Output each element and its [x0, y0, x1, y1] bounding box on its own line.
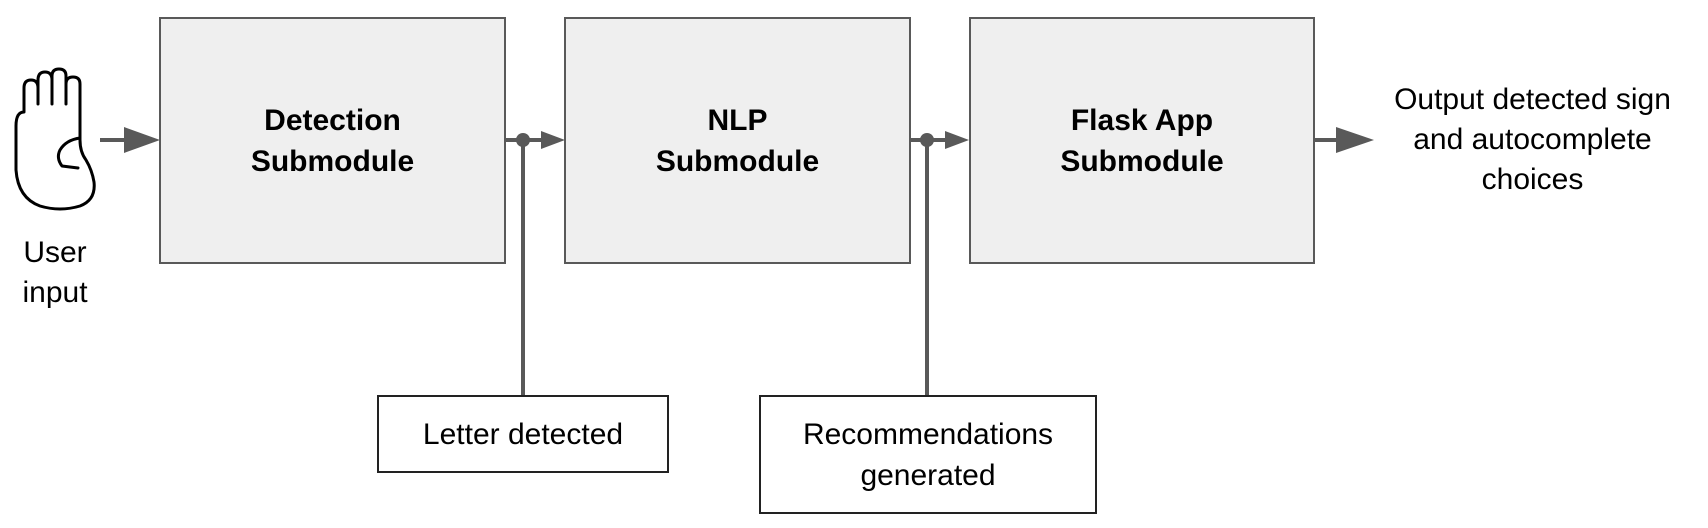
- detection-submodule-line1: Detection: [264, 103, 401, 137]
- nlp-submodule: NLP Submodule: [564, 17, 911, 264]
- flask-app-submodule-line2: Submodule: [1060, 144, 1224, 178]
- user-input-label: User input: [0, 233, 110, 313]
- flask-app-submodule: Flask App Submodule: [969, 17, 1315, 264]
- flask-arrowhead: [945, 131, 969, 149]
- output-arrowhead: [1336, 127, 1374, 153]
- raised-hand-icon: [14, 67, 96, 211]
- recommendations-tap-dot: [920, 133, 934, 147]
- recommendations-generated-line1: Recommendations: [802, 417, 1054, 451]
- final-output-line3: choices: [1481, 163, 1584, 196]
- final-output-label: Output detected sign and autocomplete ch…: [1365, 80, 1700, 200]
- nlp-arrowhead: [541, 131, 565, 149]
- input-arrowhead: [124, 127, 160, 153]
- nlp-submodule-line1: NLP: [707, 103, 768, 137]
- user-input-label-line2: input: [22, 276, 88, 309]
- flask-app-submodule-line1: Flask App: [1070, 103, 1214, 137]
- recommendations-generated-box: Recommendations generated: [759, 395, 1097, 514]
- letter-detected-box: Letter detected: [377, 395, 669, 473]
- recommendations-generated-line2: generated: [860, 458, 996, 492]
- arrowheads: [124, 127, 1374, 153]
- detection-submodule: Detection Submodule: [159, 17, 506, 264]
- final-output-line2: and autocomplete: [1413, 123, 1652, 156]
- letter-detected-text: Letter detected: [422, 417, 624, 451]
- detection-submodule-line2: Submodule: [250, 144, 415, 178]
- user-input-label-line1: User: [23, 236, 87, 269]
- final-output-line1: Output detected sign: [1394, 83, 1671, 116]
- letter-tap-dot: [516, 133, 530, 147]
- nlp-submodule-line2: Submodule: [655, 144, 820, 178]
